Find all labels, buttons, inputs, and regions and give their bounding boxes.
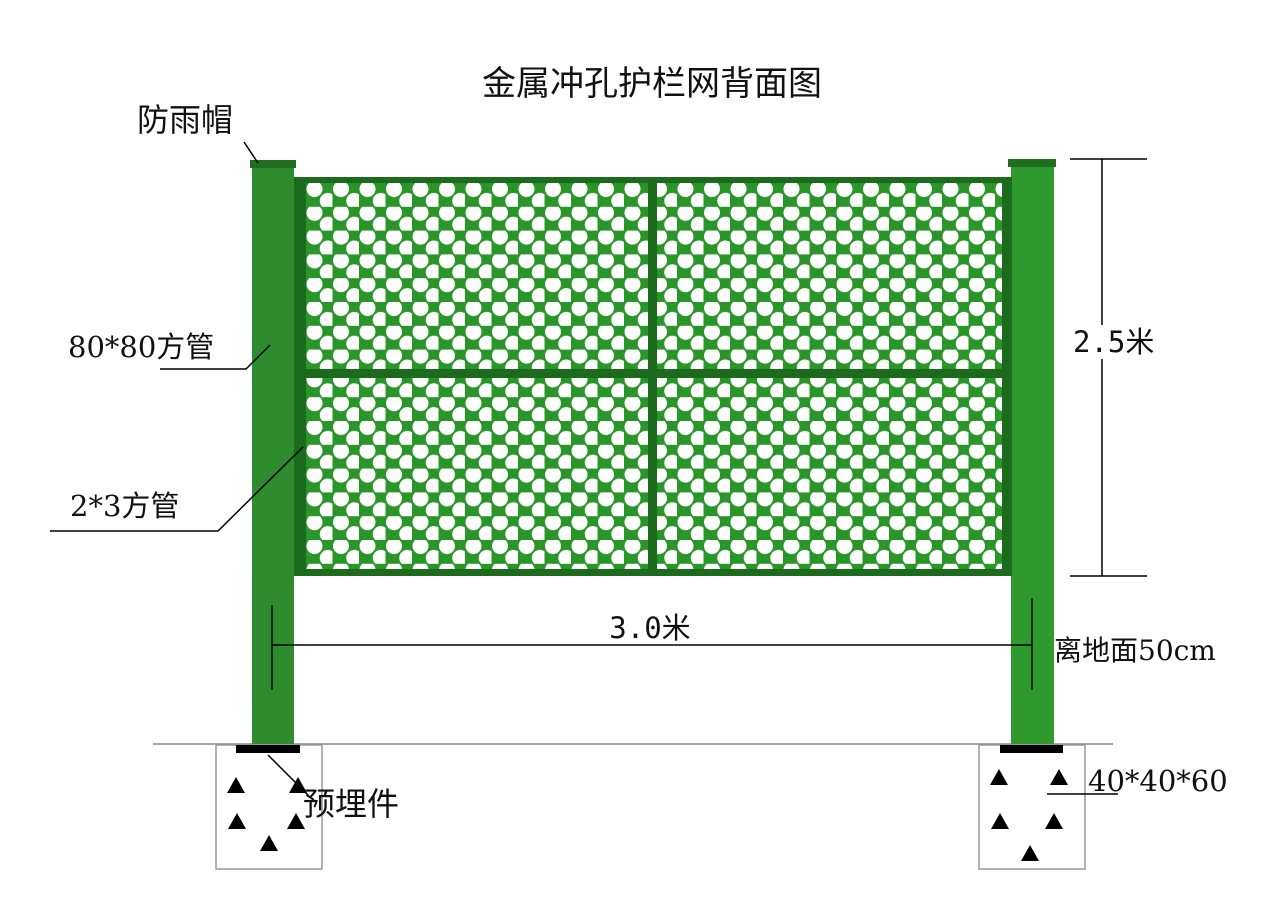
post-tube-leader	[160, 344, 271, 370]
frame-tube-leader	[50, 446, 304, 532]
height-label: 2.5米	[1073, 325, 1154, 359]
embedded-plate-right	[1000, 745, 1063, 753]
post-left	[252, 163, 294, 744]
foundation-size-label: 40*40*60	[1088, 764, 1228, 798]
aggregate-triangle-icon	[260, 835, 278, 851]
rain-cap-right	[1008, 159, 1056, 167]
embedded-part-leader	[267, 754, 309, 796]
diagram-title: 金属冲孔护栏网背面图	[482, 64, 822, 104]
embedded-part-label: 预埋件	[303, 785, 399, 823]
ground-clearance-label: 离地面50cm	[1054, 634, 1216, 667]
aggregate-triangle-icon	[227, 777, 245, 793]
aggregate-triangle-icon	[1050, 769, 1068, 785]
aggregate-left	[227, 777, 307, 851]
aggregate-triangle-icon	[228, 813, 246, 829]
panel-vertical-bar	[648, 183, 657, 569]
aggregate-right	[990, 769, 1068, 861]
height-dimension	[1070, 158, 1147, 577]
perforated-panel	[294, 177, 1012, 576]
width-label: 3.0米	[609, 611, 690, 645]
rain-cap-left	[250, 160, 296, 168]
rain-cap-label: 防雨帽	[137, 101, 233, 139]
width-dimension	[271, 598, 1033, 690]
height-label-bg	[1070, 325, 1132, 359]
aggregate-triangle-icon	[287, 813, 305, 829]
post-tube-label: 80*80方管	[68, 330, 214, 364]
aggregate-triangle-icon	[1021, 845, 1039, 861]
aggregate-triangle-icon	[1045, 813, 1063, 829]
panel-frame-left	[294, 177, 306, 576]
frame-tube-label: 2*3方管	[70, 489, 179, 523]
embedded-plate-left	[236, 745, 300, 753]
callout-leaders	[50, 141, 1118, 796]
panel-frame-bottom	[294, 569, 1012, 576]
aggregate-triangle-icon	[990, 769, 1008, 785]
aggregate-triangle-icon	[991, 813, 1009, 829]
rain-cap-leader	[243, 141, 259, 164]
